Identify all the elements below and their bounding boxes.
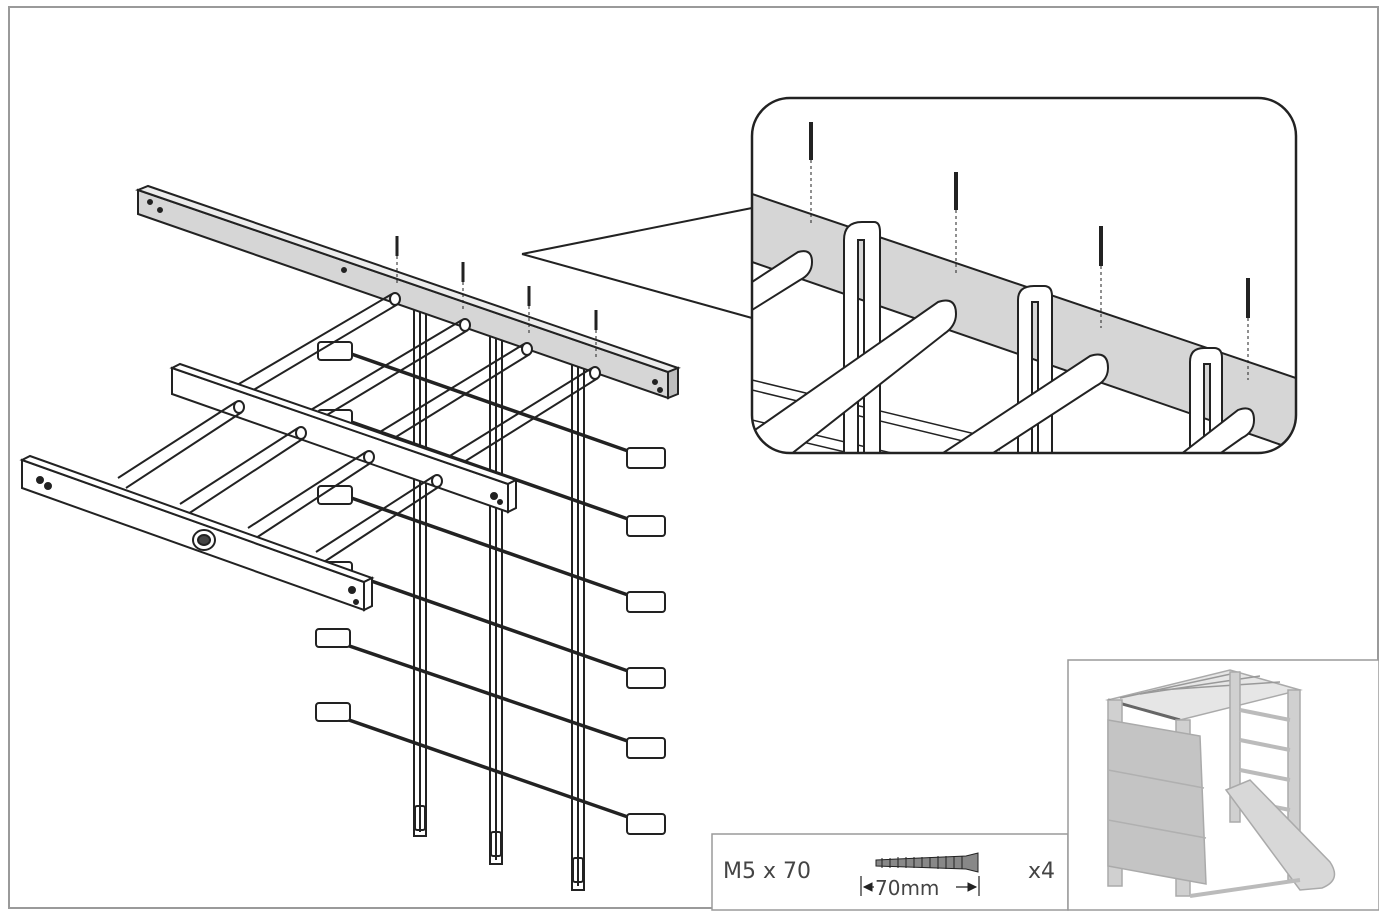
round-rungs-upper [231, 292, 601, 473]
wire-grid-verticals [411, 283, 587, 891]
overview-thumbnail [1067, 659, 1379, 911]
zoom-screws [809, 122, 1250, 380]
hardware-box: M5 x 70 70mm x4 [711, 833, 1069, 911]
hardware-quantity: x4 [1028, 859, 1055, 884]
wire-grid-rungs [325, 348, 649, 826]
front-beam [19, 454, 375, 612]
screw-icon [860, 852, 980, 896]
hardware-spec: M5 x 70 [723, 859, 811, 884]
screws-main [395, 236, 598, 358]
main-assembly [19, 184, 681, 891]
playset-thumbnail [1105, 669, 1336, 898]
hardware-length: 70mm [875, 876, 939, 900]
zoom-rungs [752, 250, 1256, 453]
rear-beam [135, 184, 681, 400]
round-rungs-lower [117, 400, 443, 563]
detail-zoom [750, 96, 1298, 455]
middle-beam [169, 362, 519, 514]
callout-pointer [521, 207, 753, 319]
